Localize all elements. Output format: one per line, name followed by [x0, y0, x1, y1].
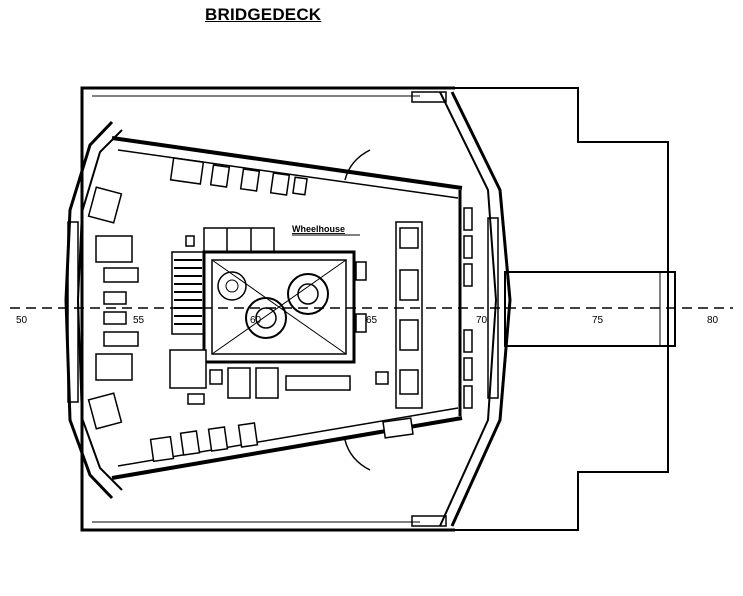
- lower-chair-row: [169, 349, 351, 405]
- console-unit: [382, 417, 414, 439]
- side-window: [463, 329, 473, 353]
- console-unit: [209, 164, 231, 188]
- side-window: [463, 385, 473, 409]
- frame-mark-label: 75: [592, 315, 604, 326]
- seat: [103, 311, 127, 325]
- long-console-inner: [399, 227, 419, 249]
- aft-long-console: [395, 221, 423, 409]
- forward-bulkhead-inner: [76, 129, 123, 491]
- frame-mark-label: 60: [250, 315, 262, 326]
- side-windows: [463, 207, 473, 409]
- frame-mark-label: 65: [366, 315, 378, 326]
- side-window: [463, 357, 473, 381]
- aft-corridor: [504, 271, 676, 347]
- console-unit: [239, 168, 261, 192]
- steering-station: [245, 297, 287, 339]
- side-window: [463, 235, 473, 259]
- seat: [103, 331, 139, 347]
- frame-mark-label: 50: [16, 315, 28, 326]
- frame-mark-label: 70: [476, 315, 488, 326]
- side-unit: [375, 371, 389, 385]
- wheelhouse-wall-top-inner: [117, 149, 459, 199]
- central-console: [202, 250, 356, 364]
- room-label-wheelhouse: Wheelhouse: [292, 224, 345, 234]
- steering-station: [217, 271, 247, 301]
- wheelhouse-wall-bottom-inner: [117, 407, 459, 467]
- console-unit: [207, 426, 229, 452]
- long-console-inner: [399, 369, 419, 395]
- chair: [255, 367, 279, 399]
- seat: [103, 267, 139, 283]
- console-unit: [169, 157, 205, 185]
- shelf: [285, 375, 351, 391]
- console-unit: [237, 422, 259, 448]
- aft-bulkhead-inner: [439, 91, 498, 527]
- door-swing-bottom: [344, 439, 371, 471]
- steering-station: [287, 273, 329, 315]
- console-block: [95, 353, 133, 381]
- deck-outline-aft: [455, 87, 669, 531]
- console-diagonal: [211, 259, 347, 355]
- long-console-inner: [399, 319, 419, 351]
- console-block: [87, 186, 123, 224]
- console-unit: [179, 430, 201, 456]
- console-outer: [202, 250, 356, 364]
- chair: [227, 367, 251, 399]
- side-unit: [355, 261, 367, 281]
- steering-station-inner: [297, 283, 319, 305]
- frame-marks: 50 55 60 65 70 75 80: [16, 315, 719, 326]
- door-swing-top: [344, 149, 371, 181]
- console-block: [87, 392, 123, 430]
- console-inner: [211, 259, 347, 355]
- forward-bulkhead: [64, 120, 123, 500]
- steering-station-inner: [225, 279, 239, 293]
- console-unit: [292, 176, 308, 196]
- stairway: [171, 251, 205, 335]
- forward-console: [87, 186, 139, 430]
- upper-chair-row: [185, 227, 275, 253]
- door-top: [411, 91, 447, 103]
- chair: [203, 227, 275, 253]
- small-unit: [185, 235, 195, 247]
- aft-corridor-box: [504, 271, 676, 347]
- side-window: [463, 207, 473, 231]
- forward-window-strip: [67, 221, 79, 403]
- side-unit: [355, 313, 367, 333]
- small-unit: [187, 393, 205, 405]
- long-console-inner: [399, 269, 419, 301]
- deck-outline-main: [80, 86, 455, 532]
- wheelhouse-wall-top: [111, 136, 463, 190]
- drawing-title: BRIDGEDECK: [205, 5, 322, 24]
- seat: [103, 291, 127, 305]
- side-window: [463, 263, 473, 287]
- console-side-units: [355, 261, 389, 385]
- aft-bulkhead: [411, 91, 512, 527]
- chair-block: [169, 349, 207, 389]
- door-bottom: [411, 515, 447, 527]
- small-unit: [209, 369, 223, 385]
- console-unit: [269, 172, 291, 196]
- top-console-row: [169, 149, 371, 196]
- frame-mark-label: 80: [707, 315, 719, 326]
- console-block: [95, 235, 133, 263]
- bottom-console-row: [149, 417, 414, 471]
- deck-outline: [80, 86, 669, 532]
- aft-bulkhead-outer: [450, 91, 512, 527]
- frame-mark-label: 55: [133, 315, 145, 326]
- forward-bulkhead-outer: [64, 120, 114, 500]
- console-unit: [149, 435, 175, 463]
